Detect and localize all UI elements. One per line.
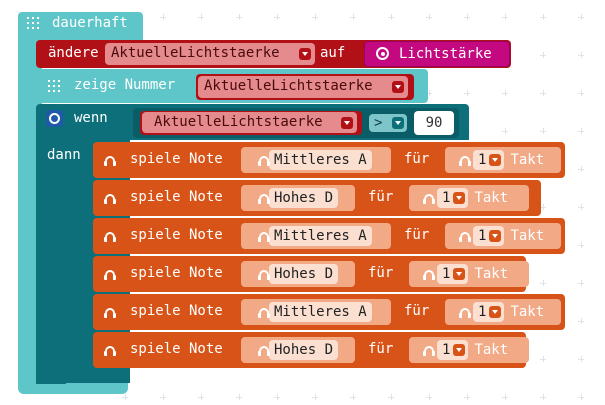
headphones-icon: [459, 232, 471, 242]
headphones-icon: [258, 156, 270, 166]
compare-variable-reporter[interactable]: AktuelleLichtstaerke: [140, 111, 362, 135]
note-value: Mittleres A: [274, 304, 367, 320]
chevron-down-icon: [489, 230, 502, 242]
headphones-icon: [104, 270, 116, 280]
play-tone-label: spiele Note: [130, 151, 223, 167]
headphones-icon: [258, 270, 270, 280]
beat-unit: Takt: [510, 304, 545, 320]
compare-number-value: 90: [425, 115, 443, 131]
chevron-down-icon: [453, 192, 466, 204]
set-label: ändere: [48, 45, 99, 61]
headphones-icon: [258, 308, 270, 318]
play-tone-label: spiele Note: [130, 189, 223, 205]
note-picker[interactable]: Mittleres A: [241, 299, 391, 325]
beat-value: 1: [478, 304, 487, 320]
headphones-icon: [104, 232, 116, 242]
beat-value: 1: [442, 190, 451, 206]
chevron-down-icon: [392, 81, 404, 93]
play-tone-label: spiele Note: [130, 227, 223, 243]
headphones-icon: [104, 156, 116, 166]
headphones-icon: [258, 346, 270, 356]
to-label: auf: [320, 45, 346, 61]
then-label: dann: [47, 147, 81, 163]
chevron-down-icon: [453, 344, 466, 356]
chevron-down-icon: [489, 306, 502, 318]
beat-value: 1: [478, 152, 487, 168]
headphones-icon: [423, 346, 435, 356]
for-label: für: [368, 341, 394, 357]
beat-unit: Takt: [474, 342, 509, 358]
beat-value: 1: [478, 228, 487, 244]
grid-icon: [48, 80, 60, 92]
chevron-down-icon: [392, 117, 404, 129]
show-number-label: zeige Nummer: [74, 77, 176, 93]
for-label: für: [368, 189, 394, 205]
chevron-down-icon: [489, 154, 502, 166]
headphones-icon: [459, 308, 471, 318]
beat-unit: Takt: [474, 190, 509, 206]
headphones-icon: [459, 156, 471, 166]
show-number-variable-reporter[interactable]: AktuelleLichtstaerke: [196, 74, 414, 100]
note-value: Mittleres A: [274, 228, 367, 244]
chevron-down-icon: [341, 117, 353, 129]
set-variable-dropdown[interactable]: AktuelleLichtstaerke: [105, 43, 315, 65]
grid-icon: [27, 17, 39, 29]
operator-dropdown[interactable]: >: [369, 114, 407, 132]
beat-value: 1: [442, 342, 451, 358]
headphones-icon: [423, 270, 435, 280]
forever-label: dauerhaft: [52, 15, 128, 31]
operator-value: >: [374, 115, 383, 131]
chevron-down-icon: [299, 48, 311, 60]
play-tone-label: spiele Note: [130, 303, 223, 319]
note-value: Hohes D: [274, 190, 334, 206]
headphones-icon: [258, 194, 270, 204]
set-variable-name: AktuelleLichtstaerke: [111, 45, 280, 61]
target-icon: [376, 47, 389, 60]
beat-unit: Takt: [474, 266, 509, 282]
note-picker[interactable]: Hohes D: [241, 337, 355, 363]
beat-unit: Takt: [510, 228, 545, 244]
note-value: Mittleres A: [274, 152, 367, 168]
play-tone-label: spiele Note: [130, 265, 223, 281]
headphones-icon: [258, 232, 270, 242]
headphones-icon: [104, 194, 116, 204]
for-label: für: [404, 151, 430, 167]
beat-value: 1: [442, 266, 451, 282]
for-label: für: [368, 265, 394, 281]
note-value: Hohes D: [274, 342, 334, 358]
if-label: wenn: [74, 110, 108, 126]
compare-number-input[interactable]: 90: [414, 111, 454, 135]
headphones-icon: [423, 194, 435, 204]
play-tone-label: spiele Note: [130, 341, 223, 357]
show-number-variable-name: AktuelleLichtstaerke: [204, 78, 373, 94]
headphones-icon: [104, 308, 116, 318]
note-picker[interactable]: Hohes D: [241, 261, 355, 287]
for-label: für: [404, 303, 430, 319]
note-value: Hohes D: [274, 266, 334, 282]
headphones-icon: [104, 346, 116, 356]
chevron-down-icon: [453, 268, 466, 280]
note-picker[interactable]: Hohes D: [241, 185, 355, 211]
beat-unit: Takt: [510, 152, 545, 168]
light-level-label: Lichtstärke: [399, 46, 492, 62]
for-label: für: [404, 227, 430, 243]
compare-variable-name: AktuelleLichtstaerke: [154, 114, 323, 130]
gear-icon[interactable]: [46, 110, 63, 127]
